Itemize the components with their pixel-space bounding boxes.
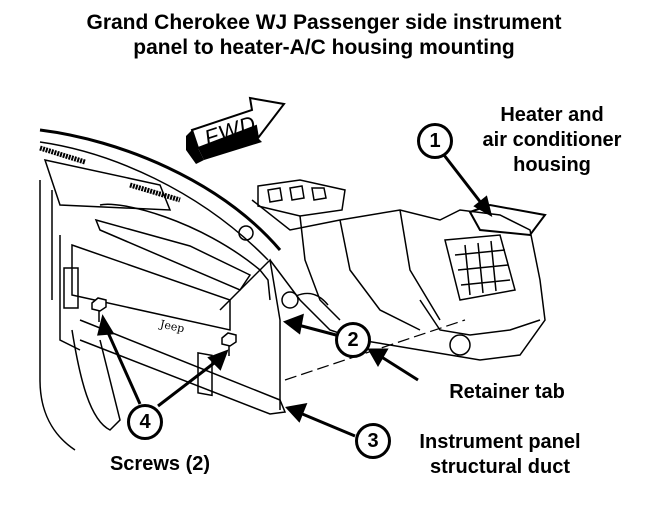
label-line: Screws (2) [109, 453, 211, 475]
callout-2: 2 [335, 322, 371, 358]
callout-1: 1 [417, 123, 453, 159]
label-line: air conditioner [482, 129, 622, 151]
label-structural-duct: Instrument panel structural duct [400, 430, 600, 480]
label-retainer-tab: Retainer tab [432, 380, 582, 405]
label-line: Instrument panel [419, 431, 581, 453]
leader-arrows [97, 154, 493, 438]
label-line: housing [513, 154, 591, 176]
label-line: structural duct [429, 456, 571, 478]
instrument-panel [39, 128, 287, 451]
heater-ac-housing [251, 179, 547, 361]
forward-arrow-icon [186, 96, 286, 164]
label-screws: Screws (2) [90, 452, 230, 477]
label-line: Heater and [500, 104, 604, 126]
diagram-title: Grand Cherokee WJ Passenger side instrum… [0, 10, 648, 60]
screw-icon [91, 297, 237, 356]
label-line: Retainer tab [449, 381, 565, 403]
callout-4: 4 [127, 404, 163, 440]
title-line-1: Grand Cherokee WJ Passenger side instrum… [86, 11, 562, 34]
callout-3: 3 [355, 423, 391, 459]
label-heater-ac-housing: Heater and air conditioner housing [462, 103, 642, 178]
title-line-2: panel to heater-A/C housing mounting [133, 36, 515, 59]
